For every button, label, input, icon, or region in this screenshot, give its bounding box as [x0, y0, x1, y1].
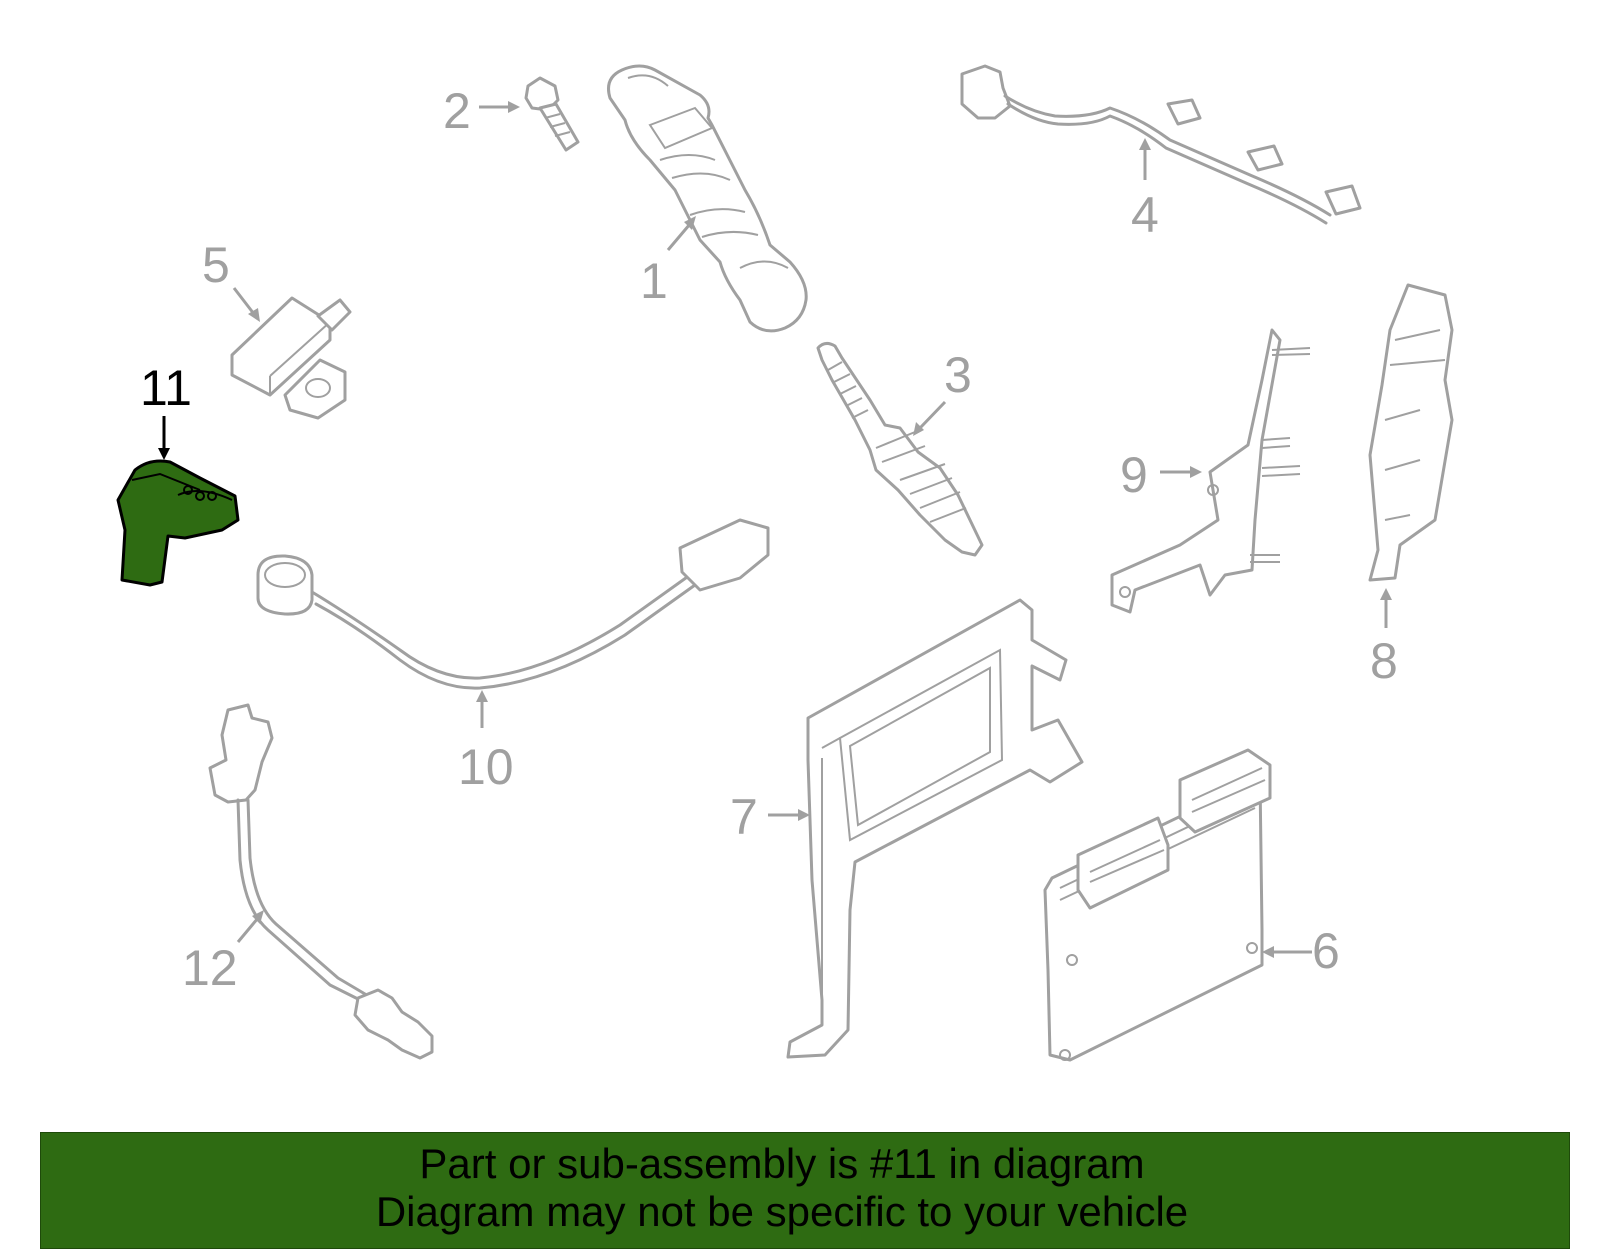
- banner-line-disclaimer: Diagram may not be specific to your vehi…: [375, 1188, 1189, 1235]
- callout-4: 4: [1131, 187, 1159, 243]
- part-1-ignition-coil[interactable]: [607, 64, 808, 333]
- parts-diagram: 1 2 3 4 5 6 7 8 9 10 11 12: [116, 64, 1454, 1062]
- part-7-ecu-bracket[interactable]: [786, 598, 1084, 1059]
- banner-line-part-number: Part or sub-assembly is #11 in diagram: [419, 1140, 1145, 1187]
- callout-arrows: [158, 101, 1392, 958]
- part-10-knock-sensor[interactable]: [256, 518, 770, 690]
- callout-11-highlighted: 11: [140, 360, 192, 416]
- callout-9: 9: [1120, 447, 1148, 503]
- part-3-spark-plug[interactable]: [816, 341, 984, 557]
- callout-2: 2: [443, 83, 471, 139]
- part-5-sensor[interactable]: [230, 296, 352, 420]
- info-banner: Part or sub-assembly is #11 in diagram D…: [40, 1132, 1570, 1249]
- callout-3: 3: [944, 347, 972, 403]
- part-11-sensor-highlighted[interactable]: [116, 459, 240, 587]
- part-4-wiring-harness[interactable]: [960, 64, 1362, 225]
- callout-1: 1: [640, 253, 668, 309]
- callout-7: 7: [730, 789, 758, 845]
- callout-10: 10: [458, 739, 514, 795]
- callout-12: 12: [182, 940, 238, 996]
- callout-5: 5: [202, 237, 230, 293]
- callout-6: 6: [1312, 923, 1340, 979]
- part-9-bracket[interactable]: [1110, 328, 1311, 614]
- part-2-bolt[interactable]: [524, 76, 580, 152]
- part-8-cover[interactable]: [1368, 283, 1454, 582]
- part-12-sensor-cable[interactable]: [208, 703, 434, 1060]
- part-6-ecu[interactable]: [1043, 748, 1272, 1062]
- callout-8: 8: [1370, 633, 1398, 689]
